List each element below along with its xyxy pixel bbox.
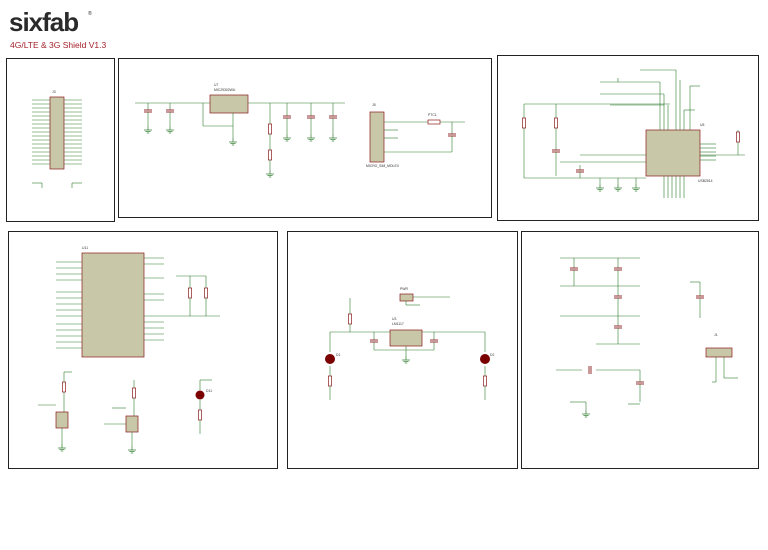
usb-hub-panel <box>497 55 759 221</box>
u3-part: LM1117 <box>392 322 404 326</box>
j3-ref: J3 <box>52 90 56 94</box>
led-d2 <box>480 354 490 364</box>
ptc1-ref: PTC1 <box>428 113 437 117</box>
j5-part: MICRO_SIM_MOLEX <box>366 164 399 168</box>
led-d1 <box>325 354 335 364</box>
pwr-jumper-ref: PWR <box>400 287 408 291</box>
d11-ref: D11 <box>206 389 212 393</box>
u11-ref: U11 <box>82 246 88 250</box>
regulator-panel <box>118 58 492 218</box>
power-status-circuit <box>327 293 488 400</box>
led-d11 <box>195 390 205 400</box>
u7-ref: U7 <box>214 83 219 87</box>
antenna-circuit <box>556 257 738 418</box>
d1-ref: D1 <box>336 353 341 357</box>
modem-circuit <box>38 252 220 454</box>
j1-ref: J1 <box>714 333 718 337</box>
registered-mark: ® <box>88 11 92 17</box>
u5-ref: U5 <box>700 123 705 127</box>
regulator-circuit <box>135 94 465 178</box>
u7-part: MIC29302WU <box>214 88 236 92</box>
u5-part: USB2514 <box>698 179 713 183</box>
usb-hub-circuit <box>521 69 745 198</box>
board-subtitle: 4G/LTE & 3G Shield V1.3 <box>10 40 107 50</box>
sixfab-logo: sixfab <box>9 7 79 37</box>
u3-ref: U3 <box>392 317 397 321</box>
j5-ref: J5 <box>372 103 376 107</box>
antenna-panel <box>521 231 759 469</box>
header-connector-j3 <box>32 96 82 188</box>
d2-ref: D2 <box>490 353 495 357</box>
